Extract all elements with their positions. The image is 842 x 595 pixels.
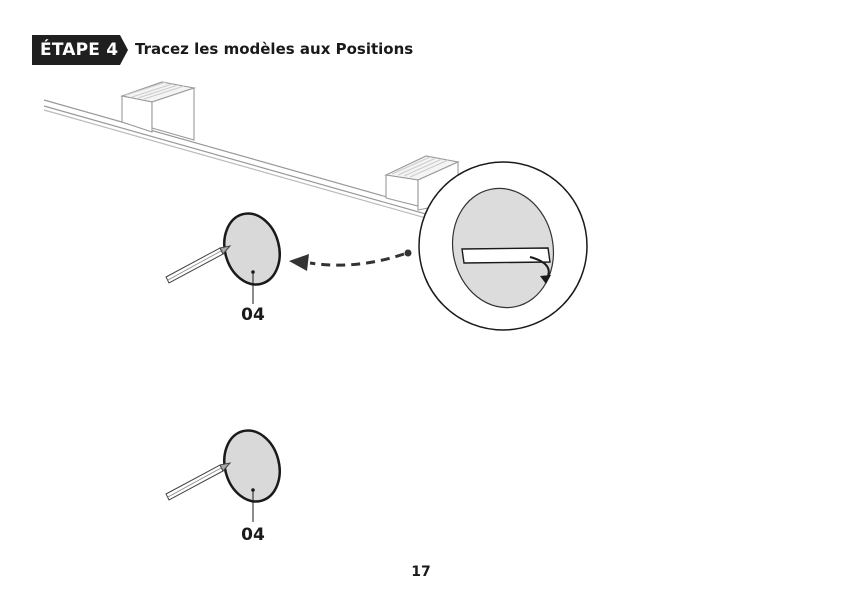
- pencil-icon: [166, 246, 230, 283]
- page-number: 17: [391, 564, 451, 580]
- pencil-icon: [166, 463, 230, 500]
- position-label: 04: [223, 305, 283, 325]
- magnified-detail: [419, 162, 587, 330]
- position-label: 04: [223, 525, 283, 545]
- dashed-arrow-icon: [289, 250, 412, 272]
- template-position-2: [166, 424, 287, 522]
- shelf-rail: [44, 100, 440, 222]
- template-position-1: [166, 207, 287, 304]
